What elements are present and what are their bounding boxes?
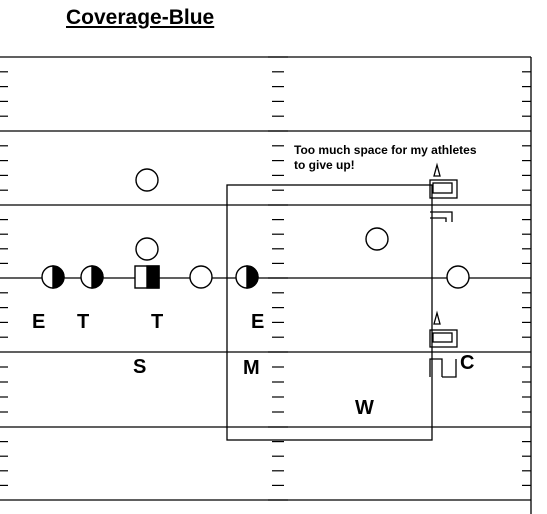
defender-label-w: W: [355, 397, 374, 419]
offense-players: [135, 168, 470, 289]
coverage-zone-box: [226, 184, 433, 441]
hash-marks: [0, 56, 531, 501]
offense-lineman-2: [80, 265, 104, 289]
offense-center-square: [134, 265, 160, 289]
defender-label-e-left: E: [32, 311, 45, 333]
defender-label-m: M: [243, 357, 260, 379]
offense-player-wide: [446, 265, 470, 289]
diagram-title: Coverage-Blue: [66, 6, 215, 29]
offense-player-back: [135, 237, 159, 261]
defender-label-t-left: T: [77, 311, 89, 333]
offense-player-guard: [189, 265, 213, 289]
receiver-symbol-top: [429, 162, 458, 222]
offense-player-slot: [365, 227, 389, 251]
defender-label-e-right: E: [251, 311, 264, 333]
defender-label-t-right: T: [151, 311, 163, 333]
receiver-symbol-bottom: [429, 310, 458, 378]
receiver-symbols: [429, 162, 458, 378]
defender-label-c: C: [460, 352, 474, 374]
offense-lineman-1: [41, 265, 65, 289]
yard-lines: [0, 56, 532, 514]
offense-lineman-4: [235, 265, 259, 289]
offense-line: [41, 265, 259, 289]
annotation-line-2: to give up!: [294, 158, 355, 172]
annotation-line-1: Too much space for my athletes: [294, 143, 477, 157]
offense-player-deep-back: [135, 168, 159, 192]
defender-label-s: S: [133, 356, 146, 378]
